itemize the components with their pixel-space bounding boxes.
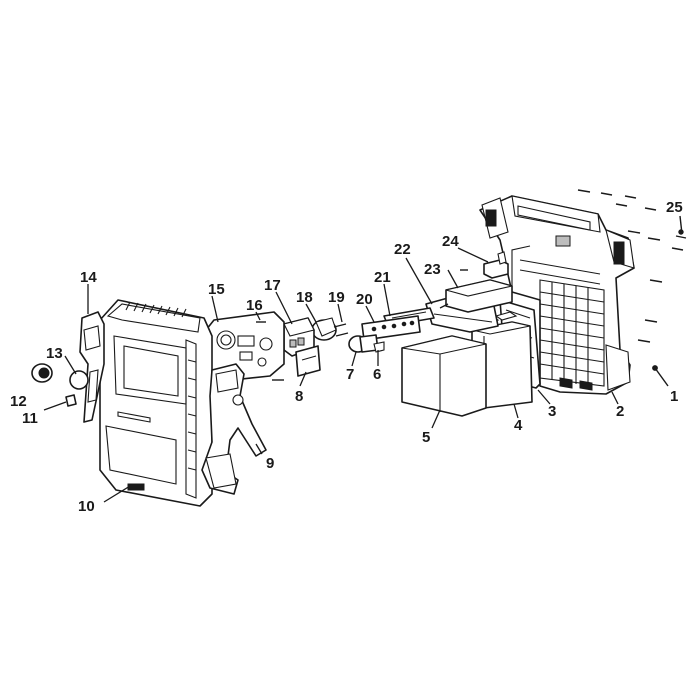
part-cap [69,370,89,390]
part-switch-assembly [283,317,321,377]
callout-15: 15 [208,281,225,298]
leader-lines [43,247,619,503]
callout-5: 5 [422,429,430,446]
callout-labels: 1 2 3 4 5 6 7 8 9 10 11 12 13 14 15 16 1… [10,199,683,515]
callout-24: 24 [442,233,459,250]
callout-20: 20 [356,291,373,308]
screw-part-25 [678,215,684,235]
callout-16: 16 [246,297,263,314]
part-control-panel [205,311,285,383]
callout-25: 25 [666,199,683,216]
part-knob [31,363,53,383]
part-fuse [348,334,385,353]
part-clamp-holder [79,311,105,423]
part-jumper-clamp [201,363,267,495]
callout-3: 3 [548,403,556,420]
screw-icon [577,189,687,343]
callout-7: 7 [346,366,354,383]
callout-8: 8 [295,388,303,405]
part-screws-set [577,189,687,387]
callout-9: 9 [266,455,274,472]
callout-23: 23 [424,261,441,278]
part-switch-module [460,251,509,279]
callout-1: 1 [670,388,678,405]
callout-14: 14 [80,269,97,286]
screw-part-1 [652,365,669,387]
part-nut [65,394,77,407]
callout-11: 11 [22,410,38,427]
part-front-housing [99,299,213,507]
callout-17: 17 [264,277,281,294]
callout-19: 19 [328,289,345,306]
callout-21: 21 [374,269,391,286]
callout-18: 18 [296,289,313,306]
callout-6: 6 [373,366,381,383]
part-circuit-board [439,279,513,313]
callout-13: 13 [46,345,63,362]
callout-22: 22 [394,241,411,258]
part-rear-housing [479,195,635,395]
callout-10: 10 [78,498,95,515]
callout-12: 12 [10,393,27,410]
part-gauge [311,317,349,341]
part-battery-front [401,335,487,417]
callout-2: 2 [616,403,624,420]
callout-4: 4 [514,417,523,434]
part-terminal-strip [361,307,435,341]
